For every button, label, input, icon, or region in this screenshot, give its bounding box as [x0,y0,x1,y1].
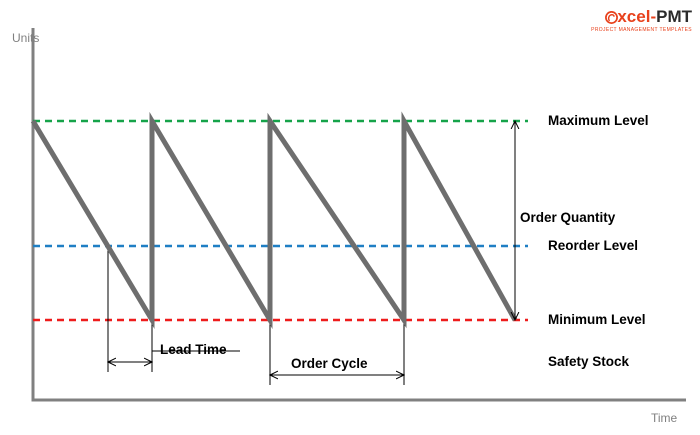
maximum-level-label: Maximum Level [548,113,649,128]
chart-axes [31,28,686,402]
lead-time-arrow [108,350,240,362]
logo-swirl-icon [605,11,619,24]
order-quantity-label: Order Quantity [520,210,616,225]
excel-pmt-logo: xcel-PMT PROJECT MANAGEMENT TEMPLATES [591,8,692,33]
inventory-sawtooth-line [30,111,518,330]
logo-text-dash: - [650,7,657,26]
logo-wordmark: xcel-PMT [591,8,692,25]
logo-text-pmt: PMT [656,7,692,26]
logo-text-excel: xcel [617,7,651,26]
reorder-level-label: Reorder Level [548,238,639,253]
inventory-level-series [30,111,518,330]
y-axis-label: Units [12,31,40,45]
minimum-level-label: Minimum Level [548,312,646,327]
lead-time-label: Lead Time [160,342,227,357]
logo-tagline: PROJECT MANAGEMENT TEMPLATES [591,26,692,34]
order-cycle-label: Order Cycle [291,356,368,371]
x-axis-label: Time [651,411,678,425]
safety-stock-label: Safety Stock [548,354,630,369]
level-lines [33,119,528,322]
drop-guides [107,246,405,385]
